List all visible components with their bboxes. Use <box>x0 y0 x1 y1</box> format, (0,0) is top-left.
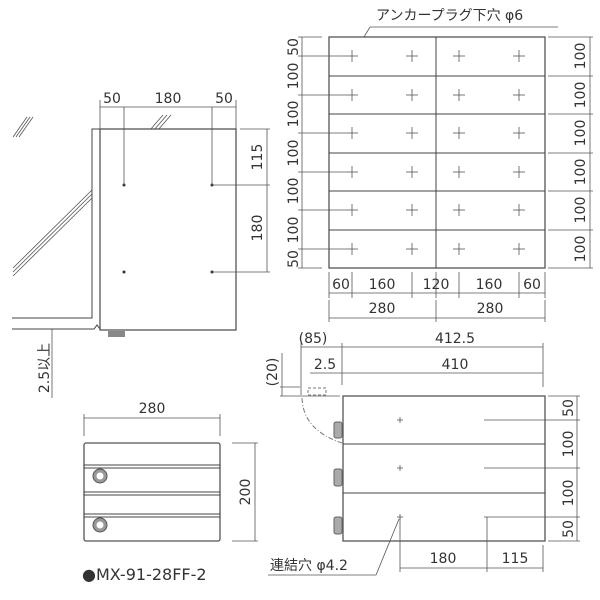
side-box-outline <box>99 128 237 331</box>
front-view: 280 200 ●MX-91-28FF-2 <box>82 401 258 584</box>
dim-label: 50 <box>215 91 233 107</box>
connection-holes <box>397 417 580 520</box>
top-view: (85) 412.5 2.5 410 (20) 50 100 100 50 18… <box>265 331 580 576</box>
dim-label: 120 <box>423 277 450 293</box>
dim-label: 60 <box>523 277 541 293</box>
model-label: ●MX-91-28FF-2 <box>82 565 207 584</box>
front-panel-lines <box>84 464 220 518</box>
left-dim-ticks <box>298 36 346 269</box>
dim-label: 180 <box>250 215 266 242</box>
dim-label: 50 <box>286 38 302 56</box>
dim-label: 100 <box>561 480 577 507</box>
dim-label: 160 <box>369 277 396 293</box>
lid-dim-label: (20) <box>265 358 281 387</box>
dim-label: 280 <box>369 301 396 317</box>
height-dim-label: 200 <box>238 479 254 506</box>
dim-label: 100 <box>286 140 302 167</box>
lock-icon <box>92 468 108 484</box>
lock-icon <box>92 517 108 533</box>
dim-label: 100 <box>573 197 589 224</box>
right-dim-ticks <box>548 36 593 269</box>
dim-label: 100 <box>286 178 302 205</box>
dim-label: 50 <box>561 520 577 538</box>
dim-label: 280 <box>477 301 504 317</box>
dim-label: 100 <box>286 101 302 128</box>
dim-label: 100 <box>573 159 589 186</box>
dim-label: 100 <box>573 43 589 70</box>
right-dim-labels: 100 100 100 100 100 100 <box>573 43 589 263</box>
anchor-hole-crosses <box>346 50 525 255</box>
left-dim-labels: 50 100 100 100 100 100 50 <box>286 38 302 268</box>
dim-label: 180 <box>430 551 457 567</box>
plan-row-lines <box>329 75 545 231</box>
bottom-dim-ticks <box>328 272 546 322</box>
wall-hatch <box>12 114 172 277</box>
width-dim-label: 280 <box>139 401 166 417</box>
dim-label: 100 <box>286 217 302 244</box>
dim-label: 100 <box>573 120 589 147</box>
bottom-dim-labels: 60 160 120 160 60 280 280 <box>332 277 541 317</box>
hinge <box>333 421 343 535</box>
dim-label: 50 <box>103 91 121 107</box>
connection-hole-label: 連結穴 φ4.2 <box>270 558 348 574</box>
lid-swing-arc <box>301 397 343 444</box>
clearance-label: 2.5以上 <box>37 343 53 393</box>
dim-label: 50 <box>561 399 577 417</box>
lid-open-outline <box>307 387 327 396</box>
hole-leader-line <box>268 518 400 576</box>
dim-label: 2.5 <box>314 357 336 373</box>
plan-view: アンカープラグ下穴 φ6 50 100 100 100 100 100 50 1… <box>286 8 593 322</box>
dim-label: 100 <box>573 82 589 109</box>
dim-label: 180 <box>155 91 182 107</box>
dim-label: 100 <box>286 63 302 90</box>
dim-label: 115 <box>502 551 529 567</box>
anchor-hole-label: アンカープラグ下穴 φ6 <box>376 8 523 24</box>
side-view: 50 180 50 115 180 2.5以上 <box>12 91 270 398</box>
dim-label: (85) <box>299 331 328 347</box>
dim-label: 50 <box>286 250 302 268</box>
dim-label: 100 <box>573 236 589 263</box>
foot-pad <box>108 331 125 337</box>
dim-label: 60 <box>332 277 350 293</box>
dim-label: 160 <box>476 277 503 293</box>
dim-label: 100 <box>561 431 577 458</box>
top-box-outline <box>342 395 546 542</box>
dim-label: 115 <box>250 144 266 171</box>
dim-label: 412.5 <box>435 331 475 347</box>
dim-label: 410 <box>442 357 469 373</box>
